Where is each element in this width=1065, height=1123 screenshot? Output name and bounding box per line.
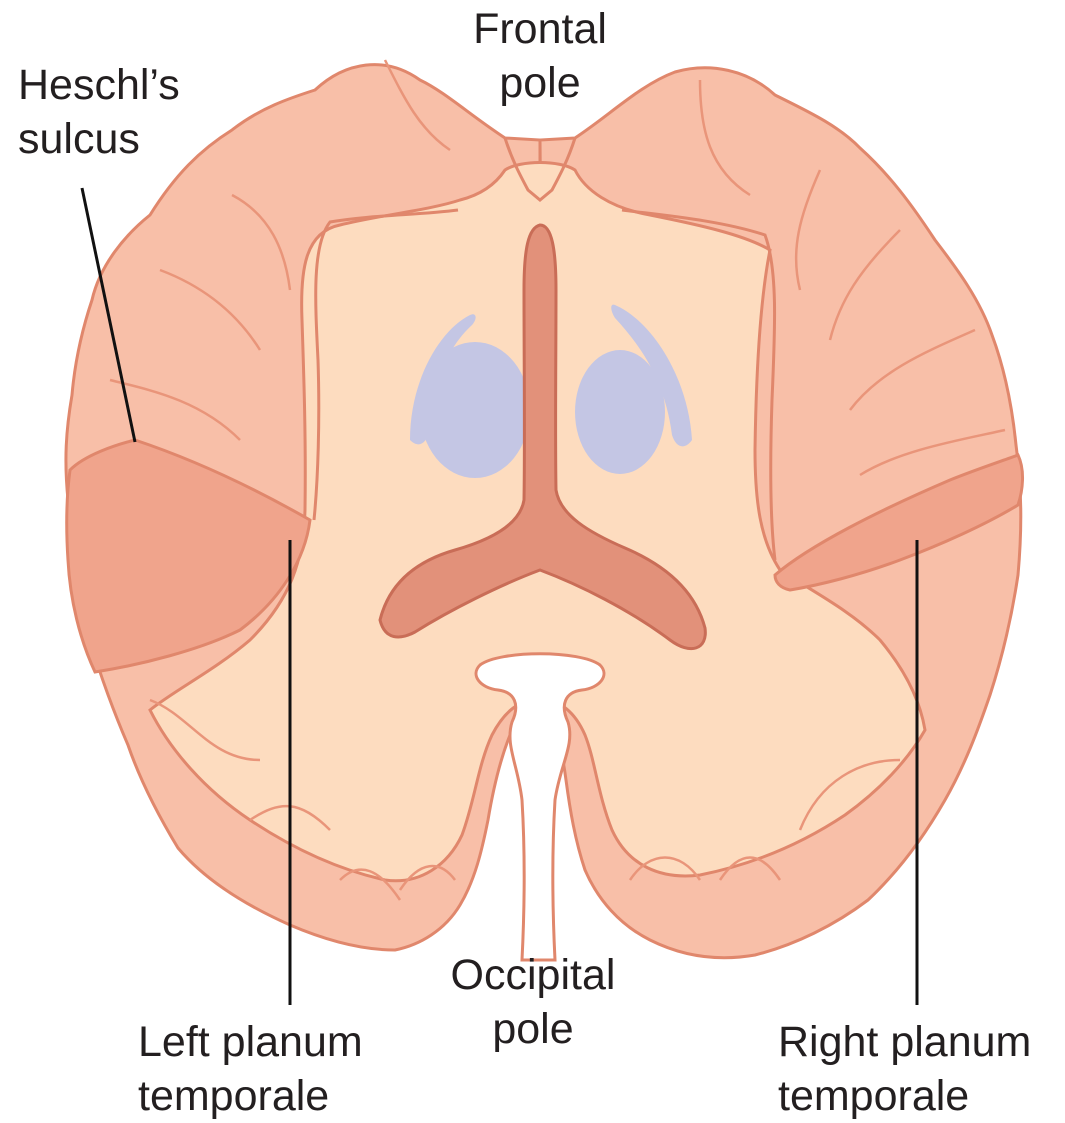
heschls-sulcus-line-2: sulcus (18, 112, 180, 166)
left-planum-temporale-label: Left planum temporale (138, 1015, 363, 1123)
heschls-sulcus-line-1: Heschl’s (18, 58, 180, 112)
frontal-pole-line-1: Frontal (440, 2, 640, 56)
occipital-pole-label: Occipital pole (418, 948, 648, 1056)
occipital-pole-line-2: pole (418, 1002, 648, 1056)
right-lentiform (575, 350, 665, 474)
right-planum-line-2: temporale (778, 1069, 1031, 1123)
left-planum-line-2: temporale (138, 1069, 363, 1123)
left-planum-line-1: Left planum (138, 1015, 363, 1069)
frontal-pole-line-2: pole (440, 56, 640, 110)
occipital-pole-line-1: Occipital (418, 948, 648, 1002)
right-planum-line-1: Right planum (778, 1015, 1031, 1069)
heschls-sulcus-label: Heschl’s sulcus (18, 58, 180, 166)
frontal-pole-label: Frontal pole (440, 2, 640, 110)
right-planum-temporale-label: Right planum temporale (778, 1015, 1031, 1123)
left-lentiform (420, 342, 530, 478)
